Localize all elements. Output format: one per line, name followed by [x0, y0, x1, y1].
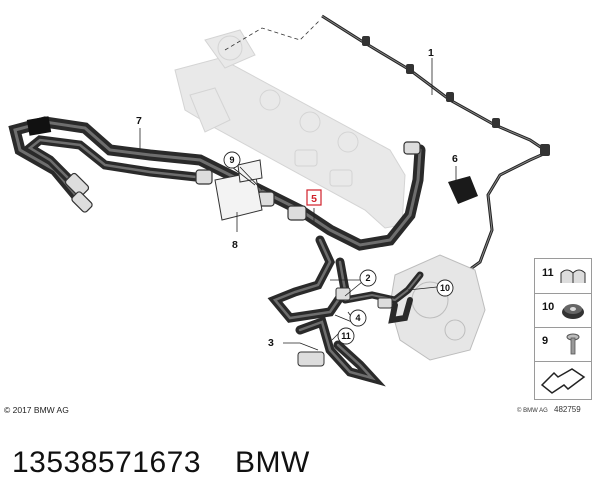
brand-small: © BMW AG [517, 408, 548, 414]
legend-label-11: 11 [542, 267, 554, 279]
parts-legend: 11 10 9 [534, 258, 592, 400]
legend-item-frame [535, 361, 591, 399]
hose-sleeve [26, 116, 52, 136]
legend-item-9: 9 [535, 327, 591, 362]
callout-8: 8 [232, 239, 238, 251]
diagram-number: © BMW AG 482759 [517, 405, 581, 414]
callout-2: 2 [365, 273, 370, 283]
callout-3: 3 [268, 337, 274, 349]
damper-6 [448, 176, 478, 204]
brand-name: BMW [235, 446, 310, 479]
screw-icon [566, 333, 580, 355]
grommet-icon [562, 304, 584, 319]
fuel-rail-ghost [174, 29, 406, 229]
dashed-leader [224, 19, 321, 51]
lower-fittings [297, 287, 393, 367]
part-caption: 13538571673 BMW [12, 446, 310, 480]
part-number: 13538571673 [12, 446, 202, 479]
copyright: © 2017 BMW AG [4, 405, 69, 415]
legend-label-9: 9 [542, 335, 549, 347]
arrow-frame-icon [540, 368, 586, 394]
legend-item-11: 11 [535, 259, 591, 294]
clip-set-icon [560, 269, 586, 283]
callout-1: 1 [428, 47, 434, 59]
supply-hose-7 [8, 116, 426, 251]
callout-6: 6 [452, 153, 458, 165]
circled-callouts [223, 151, 454, 345]
callout-11: 11 [341, 331, 351, 341]
diagram-number-value: 482759 [554, 405, 581, 414]
callout-10: 10 [440, 283, 450, 293]
legend-item-10: 10 [535, 293, 591, 328]
legend-label-10: 10 [542, 301, 555, 313]
line-clips [362, 36, 550, 156]
callout-4: 4 [355, 313, 360, 323]
callout-9: 9 [229, 155, 234, 165]
callout-5-highlight [306, 189, 322, 206]
high-pressure-pump [389, 254, 486, 361]
callout-5: 5 [311, 193, 317, 205]
hose-end-fittings [64, 141, 421, 221]
lower-hoses [267, 235, 424, 387]
parts-diagram: 1 7 6 8 3 9 2 4 10 11 5 [8, 14, 550, 387]
callout-7: 7 [136, 115, 142, 127]
